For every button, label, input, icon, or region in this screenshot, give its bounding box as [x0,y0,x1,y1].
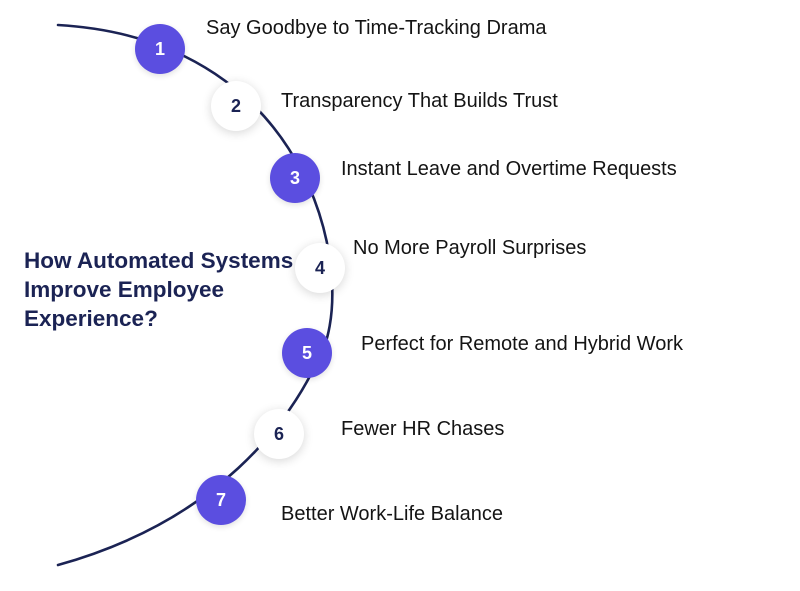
step-4-label: No More Payroll Surprises [353,237,587,259]
step-2-badge: 2 [211,81,261,131]
step-5-badge: 5 [282,328,332,378]
page-title: How Automated Systems Improve Employee E… [24,248,294,331]
step-3-badge: 3 [270,153,320,203]
step-7-badge: 7 [196,475,246,525]
step-6-badge: 6 [254,409,304,459]
step-3-label: Instant Leave and Overtime Requests [341,158,677,180]
step-1-badge: 1 [135,24,185,74]
step-2-label: Transparency That Builds Trust [281,90,558,112]
step-6-label: Fewer HR Chases [341,418,505,440]
step-4-badge: 4 [295,243,345,293]
step-5-label: Perfect for Remote and Hybrid Work [361,333,683,355]
step-1-label: Say Goodbye to Time-Tracking Drama [206,17,547,39]
step-7-label: Better Work-Life Balance [281,503,503,525]
